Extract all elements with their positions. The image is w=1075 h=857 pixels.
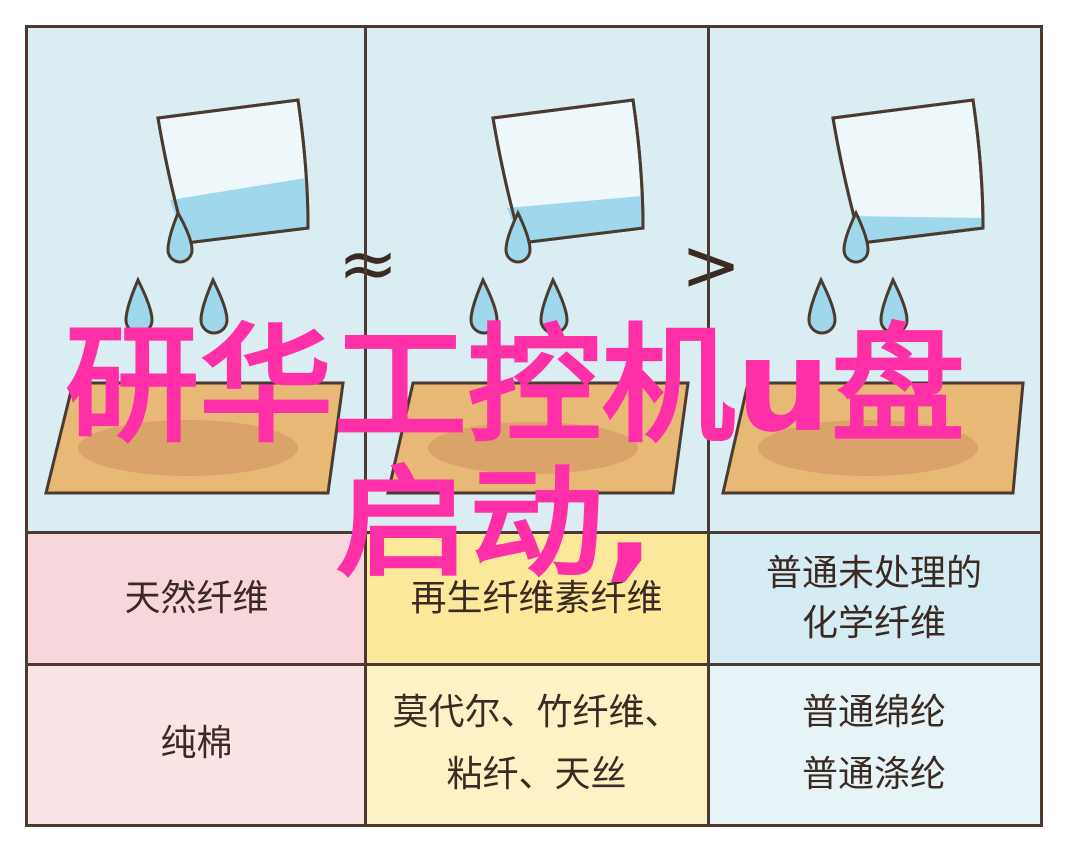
cell-r1-c1: 天然纤维 [28,533,365,664]
water-cup-panel-3 [721,98,1025,495]
divider-v1 [364,28,367,824]
cell-r1-c2: 再生纤维素纤维 [365,533,708,664]
cell-r1-c3: 普通未处理的 化学纤维 [708,533,1040,664]
cell-r2-c2: 莫代尔、竹纤维、 粘纤、天丝 [365,664,708,824]
greater-than-symbol: > [681,223,741,307]
approx-symbol: ≈ [338,221,398,305]
illustration-panel: ≈ > [28,28,1040,533]
water-cup-panel-2 [386,98,690,495]
cell-r2-c3: 普通绵纶 普通涤纶 [708,664,1040,824]
cell-r2-c1: 纯棉 [28,664,365,824]
divider-h2 [28,663,1040,666]
diagram-frame: ≈ > 天然纤维 再生纤维素纤维 普通未处理的 化学纤维 纯棉 莫代尔、竹纤维、… [25,25,1043,827]
divider-h1 [28,531,1040,534]
water-cup-panel-1 [44,98,345,495]
divider-v2 [707,28,710,824]
